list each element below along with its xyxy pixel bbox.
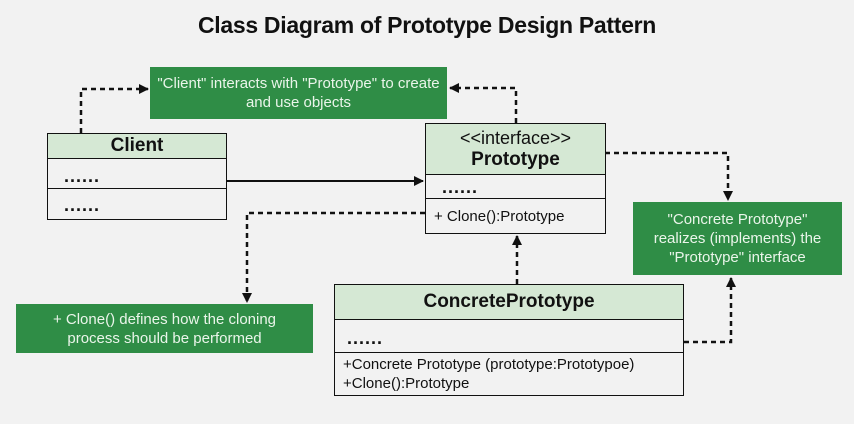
note-clone-definition: + Clone() defines how the cloning proces… <box>16 304 313 353</box>
connector-clone-to-definition-note <box>242 211 425 303</box>
class-concrete-prototype-attributes: ...... <box>335 320 683 353</box>
class-client: Client ...... ...... <box>47 133 227 220</box>
connector-prototype-to-note <box>449 83 518 123</box>
note-clone-definition-text: + Clone() defines how the cloning proces… <box>52 310 277 347</box>
class-client-operations: ...... <box>48 189 226 218</box>
connector-prototype-to-realization-note <box>605 151 733 201</box>
class-concrete-prototype-header: ConcretePrototype <box>335 285 683 320</box>
client-operations-placeholder: ...... <box>64 195 101 215</box>
diagram-title: Class Diagram of Prototype Design Patter… <box>197 12 657 38</box>
prototype-operation-clone: + Clone():Prototype <box>434 207 565 225</box>
class-client-attributes: ...... <box>48 159 226 189</box>
class-prototype-operations: + Clone():Prototype <box>426 199 605 233</box>
note-realization: "Concrete Prototype" realizes (implement… <box>633 202 842 275</box>
class-concrete-prototype: ConcretePrototype ...... +Concrete Proto… <box>334 284 684 396</box>
connector-concrete-to-realization-note <box>684 277 736 344</box>
note-client-interaction-text: "Client" interacts with "Prototype" to c… <box>157 75 440 111</box>
class-client-header: Client <box>48 134 226 159</box>
class-prototype-header: <<interface>> Prototype <box>426 124 605 175</box>
class-concrete-prototype-operations: +Concrete Prototype (prototype:Prototypo… <box>335 353 683 394</box>
connector-client-to-note <box>79 84 149 133</box>
note-realization-text: "Concrete Prototype" realizes (implement… <box>653 211 822 266</box>
concrete-operation-clone: +Clone():Prototype <box>343 374 470 392</box>
class-prototype: <<interface>> Prototype ...... + Clone()… <box>425 123 606 234</box>
class-prototype-name: Prototype <box>471 149 560 170</box>
concrete-attributes-placeholder: ...... <box>347 328 384 348</box>
prototype-attributes-placeholder: ...... <box>442 177 479 197</box>
class-prototype-stereotype: <<interface>> <box>459 128 572 148</box>
client-attributes-placeholder: ...... <box>64 166 101 186</box>
class-client-name: Client <box>110 135 164 156</box>
class-prototype-attributes: ...... <box>426 175 605 199</box>
note-client-interaction: "Client" interacts with "Prototype" to c… <box>150 67 447 119</box>
concrete-operation-constructor: +Concrete Prototype (prototype:Prototypo… <box>343 355 635 373</box>
class-concrete-prototype-name: ConcretePrototype <box>423 291 595 312</box>
